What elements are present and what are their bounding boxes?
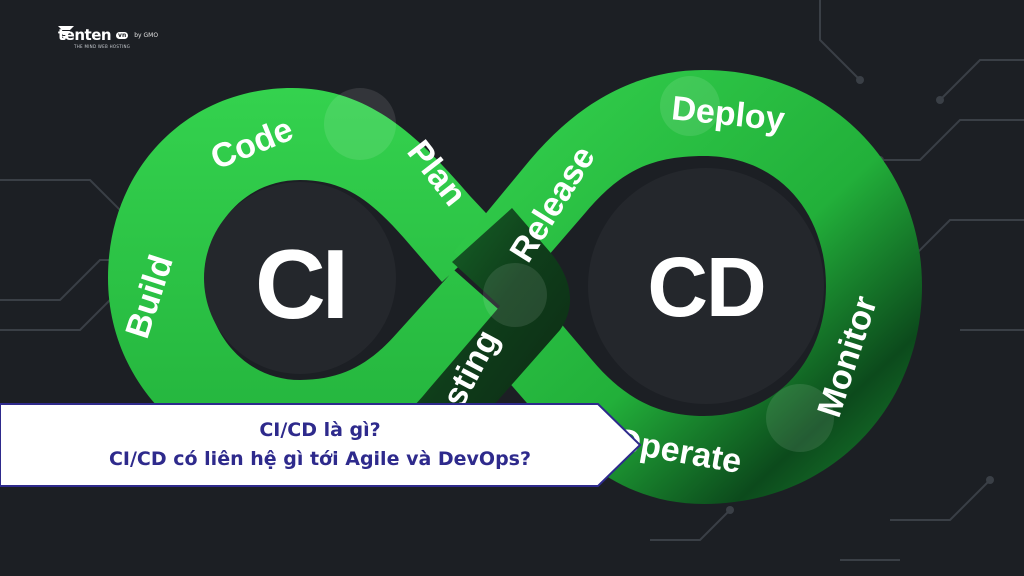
- banner-title: CI/CD là gì?: [259, 419, 381, 441]
- title-banner: CI/CD là gì? CI/CD có liên hệ gì tới Agi…: [0, 404, 640, 486]
- circuit-lines: [0, 0, 1024, 561]
- highlight-discs: [324, 76, 834, 452]
- brand-badge: vn: [116, 31, 129, 39]
- title-banner-shape: [0, 403, 642, 487]
- brand-logo: tenten vn by GMO: [58, 26, 158, 44]
- brand-wing-icon: [58, 26, 74, 40]
- cd-label: CD: [647, 240, 764, 334]
- brand-sub: by GMO: [134, 31, 159, 39]
- cd-loop: [454, 70, 922, 504]
- brand-name: tenten: [58, 26, 112, 44]
- ci-label: CI: [255, 229, 345, 339]
- brand-tagline: THE MIND WEB HOSTING: [74, 44, 131, 49]
- ci-loop: [108, 88, 506, 468]
- banner-subtitle: CI/CD có liên hệ gì tới Agile và DevOps?: [108, 448, 532, 470]
